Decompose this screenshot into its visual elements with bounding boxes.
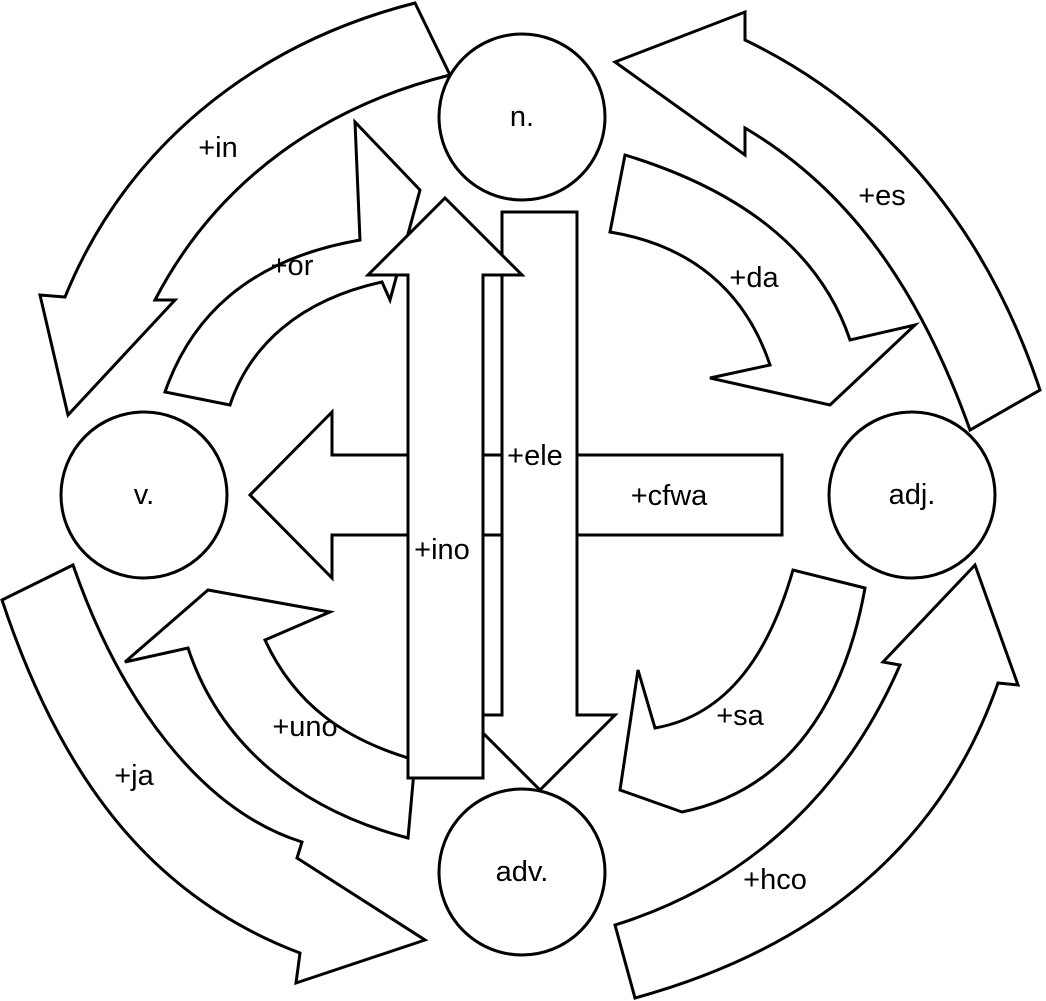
arrow-inner-adj-to-adv [618, 568, 867, 814]
node-adjective-label: adj. [889, 479, 936, 511]
arrow-outer-n-to-v [38, 1, 453, 419]
arrow-outer-adv-to-adj [613, 562, 1021, 1000]
affix-label-da: +da [729, 262, 779, 294]
node-verb-label: v. [134, 479, 154, 511]
affix-label-or: +or [271, 250, 314, 282]
arrow-inner-adv-to-v [124, 588, 417, 840]
node-noun[interactable]: n. [437, 32, 607, 202]
affix-label-ino: +ino [414, 534, 470, 566]
affix-label-hco: +hco [743, 864, 807, 896]
node-adjective-circle [827, 410, 997, 580]
arrow-outer-v-to-adv [0, 562, 429, 986]
affix-label-ja: +ja [114, 760, 154, 792]
affix-label-cfwa: +cfwa [631, 480, 708, 512]
node-verb[interactable]: v. [59, 410, 229, 580]
node-adjective[interactable]: adj. [827, 410, 997, 580]
affix-label-sa: +sa [716, 700, 764, 732]
node-adverb[interactable]: adv. [437, 787, 607, 957]
arrow-inner-n-to-adj [608, 153, 921, 407]
node-noun-label: n. [510, 101, 534, 133]
node-adverb-circle [437, 787, 607, 957]
arrow-adv-to-n [364, 195, 526, 780]
arrow-n-to-adv [461, 210, 619, 793]
affix-label-es: +es [858, 180, 906, 212]
affix-label-in: +in [198, 132, 238, 164]
arrow-inner-v-to-n [163, 118, 422, 407]
affix-label-uno: +uno [272, 711, 337, 743]
affix-label-ele: +ele [507, 440, 563, 472]
node-verb-circle [59, 410, 229, 580]
arrow-outer-adj-to-n [611, 9, 1042, 433]
node-adverb-label: adv. [496, 856, 549, 888]
node-noun-circle [437, 32, 607, 202]
